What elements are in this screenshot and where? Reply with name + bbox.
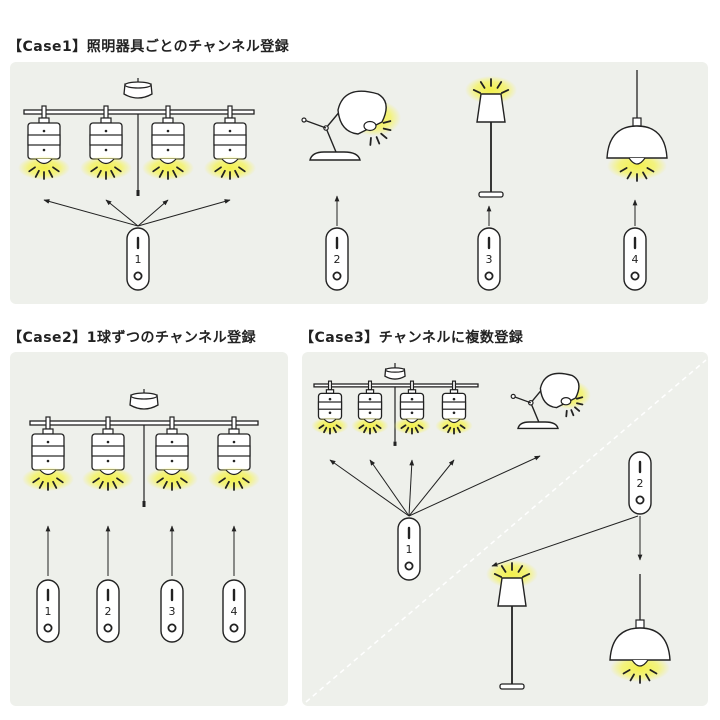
case3-floor-lamp — [486, 560, 538, 690]
case1-pendant-lamp — [606, 70, 668, 182]
case3-remote-1: 1 — [397, 517, 421, 581]
case2-remote-2: 2 — [96, 579, 120, 643]
case3-pendant-lamp — [609, 574, 671, 684]
case3-divider — [305, 359, 707, 703]
case3-arrow-1 — [329, 459, 410, 517]
case2-remote-4-label: 4 — [231, 605, 238, 618]
case2-remote-1-label: 1 — [45, 605, 52, 618]
case1-remote-2-label: 2 — [334, 253, 341, 266]
case1-ceiling-light — [18, 78, 256, 196]
case1-title: 【Case1】照明器具ごとのチャンネル登録 — [8, 39, 290, 55]
case2-remote-3-label: 3 — [169, 605, 176, 618]
case3-remote-1-label: 1 — [406, 543, 413, 556]
case2-remote-2-label: 2 — [105, 605, 112, 618]
case3-arrow-desk — [408, 455, 541, 517]
case2-ceiling-light — [22, 389, 260, 507]
case3-ceiling-light — [311, 363, 479, 446]
case1-remote-1-label: 1 — [135, 253, 142, 266]
case1-remote-2: 2 — [325, 227, 349, 291]
case3-remote-2-label: 2 — [637, 477, 644, 490]
case1-arrow-2 — [105, 199, 139, 227]
case1-desk-lamp — [301, 90, 401, 161]
case2-panel — [10, 352, 288, 706]
case3-arrow-4 — [408, 459, 455, 517]
case3-arrow-3 — [408, 459, 415, 517]
case3-arrow-floor — [491, 515, 639, 567]
case2-remote-1: 1 — [36, 579, 60, 643]
case1-arrow-4 — [137, 199, 231, 227]
case2-title: 【Case2】1球ずつのチャンネル登録 — [8, 330, 257, 346]
case3-title: 【Case3】チャンネルに複数登録 — [300, 330, 524, 346]
case1-floor-lamp — [465, 76, 517, 198]
case3-desk-lamp — [510, 372, 591, 430]
case1-arrow-3 — [137, 199, 169, 227]
case3-arrow-2 — [369, 459, 410, 517]
case2-remote-3: 3 — [160, 579, 184, 643]
case1-remote-1: 1 — [126, 227, 150, 291]
case1-remote-3-label: 3 — [486, 253, 493, 266]
case1-remote-4-label: 4 — [632, 253, 639, 266]
case1-remote-4: 4 — [623, 227, 647, 291]
case1-remote-3: 3 — [477, 227, 501, 291]
case3-remote-2: 2 — [628, 451, 652, 515]
case1-arrow-1 — [43, 199, 139, 227]
case2-remote-4: 4 — [222, 579, 246, 643]
